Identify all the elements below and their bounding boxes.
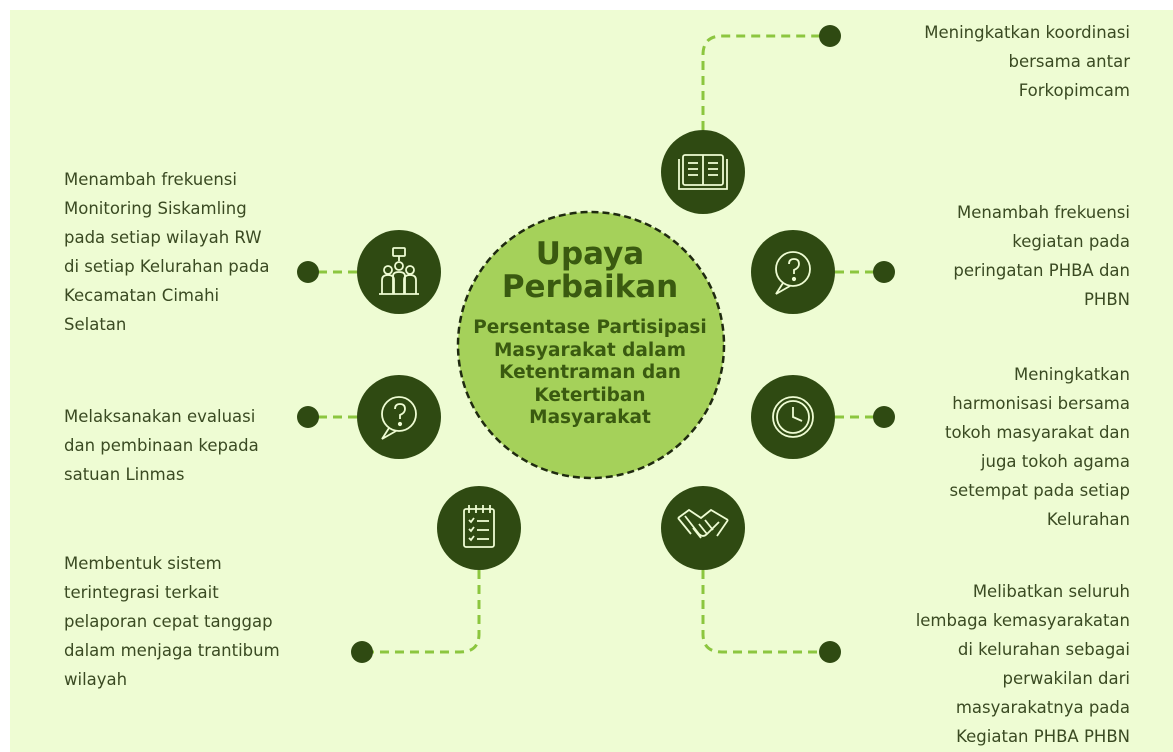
center-title: Upaya Perbaikan [501,236,679,305]
endpoint-dot-2 [873,406,895,428]
team-icon [379,247,419,295]
node-question-right [751,230,835,314]
clock-icon [772,396,814,438]
node-handshake [661,486,745,570]
node-clock [751,375,835,459]
endpoint-dot-6 [297,261,319,283]
item-text-0: Meningkatkan koordinasi bersama antar Fo… [924,23,1130,100]
question-chat-icon [775,251,811,295]
node-team [357,230,441,314]
item-text-5: Melaksanakan evaluasi dan pembinaan kepa… [64,407,259,484]
endpoint-dot-0 [819,25,841,47]
endpoint-dot-4 [351,641,373,663]
endpoint-dot-1 [873,261,895,283]
item-text-4: Membentuk sistem terintegrasi terkait pe… [64,554,280,689]
endpoint-dot-5 [297,406,319,428]
question-chat-icon [381,396,417,440]
connector-0 [701,34,830,130]
node-book [661,130,745,214]
connector-3 [701,570,830,654]
item-text-1: Menambah frekuensi kegiatan pada peringa… [953,203,1130,309]
item-text-2: Meningkatkan harmonisasi bersama tokoh m… [944,365,1130,529]
node-question-left [357,375,441,459]
item-text-3: Melibatkan seluruh lembaga kemasyarakata… [915,582,1130,746]
center-circle [456,210,726,480]
center-subtitle: Persentase Partisipasi Masyarakat dalam … [473,317,707,428]
item-text-6: Menambah frekuensi Monitoring Siskamling… [64,170,270,334]
endpoint-dot-3 [819,641,841,663]
handshake-icon [677,508,729,539]
node-checklist [437,486,521,570]
book-icon [678,154,728,190]
checklist-icon [463,505,495,548]
connector-4 [362,570,481,654]
